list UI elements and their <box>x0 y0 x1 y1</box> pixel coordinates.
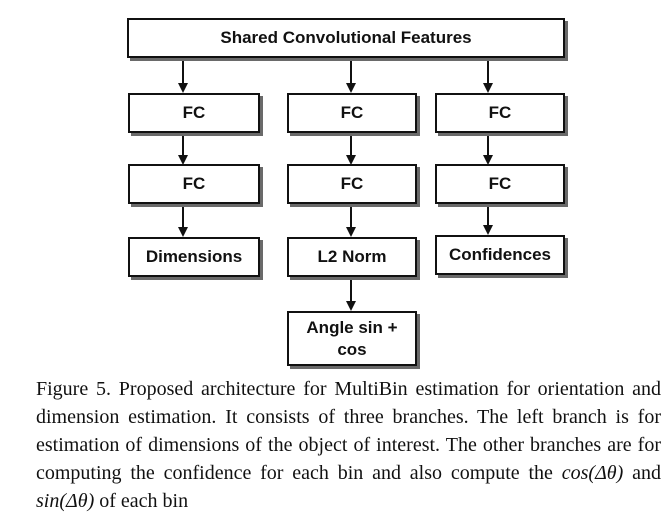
arrows-layer <box>178 58 493 311</box>
left-fc2-box: FC <box>128 164 260 204</box>
dimensions-box: Dimensions <box>128 237 260 277</box>
l2-norm-label: L2 Norm <box>317 247 387 266</box>
figure-caption: Figure 5. Proposed architecture for Mult… <box>36 375 661 515</box>
confidences-label: Confidences <box>448 245 552 264</box>
middle-fc2-label: FC <box>340 174 364 193</box>
caption-text: Figure 5. Proposed architecture for Mult… <box>36 378 661 484</box>
confidences-box: Confidences <box>435 235 565 275</box>
right-fc2-box: FC <box>435 164 565 204</box>
right-fc2-label: FC <box>488 174 512 193</box>
l2-norm-box: L2 Norm <box>287 237 417 277</box>
caption-sin-expression: sin(Δθ) <box>36 490 95 512</box>
shared-conv-features-box: Shared Convolutional Features <box>127 18 565 58</box>
right-fc1-box: FC <box>435 93 565 133</box>
shared-conv-features-label: Shared Convolutional Features <box>220 28 472 47</box>
left-fc1-box: FC <box>128 93 260 133</box>
angle-sin-cos-label-line1: Angle sin + <box>306 317 398 337</box>
caption-end-text: of each bin <box>94 490 189 512</box>
left-fc1-label: FC <box>182 103 206 122</box>
left-fc2-label: FC <box>182 174 206 193</box>
dimensions-label: Dimensions <box>145 247 243 266</box>
middle-fc1-box: FC <box>287 93 417 133</box>
right-fc1-label: FC <box>488 103 512 122</box>
caption-cos-expression: cos(Δθ) <box>561 462 624 484</box>
architecture-diagram: Shared Convolutional Features FC FC Dime… <box>127 18 565 366</box>
middle-fc2-box: FC <box>287 164 417 204</box>
angle-sin-cos-box: Angle sin + cos <box>287 311 417 366</box>
middle-fc1-label: FC <box>340 103 364 122</box>
angle-sin-cos-label-line2: cos <box>337 339 367 359</box>
caption-and-text: and <box>623 462 661 484</box>
